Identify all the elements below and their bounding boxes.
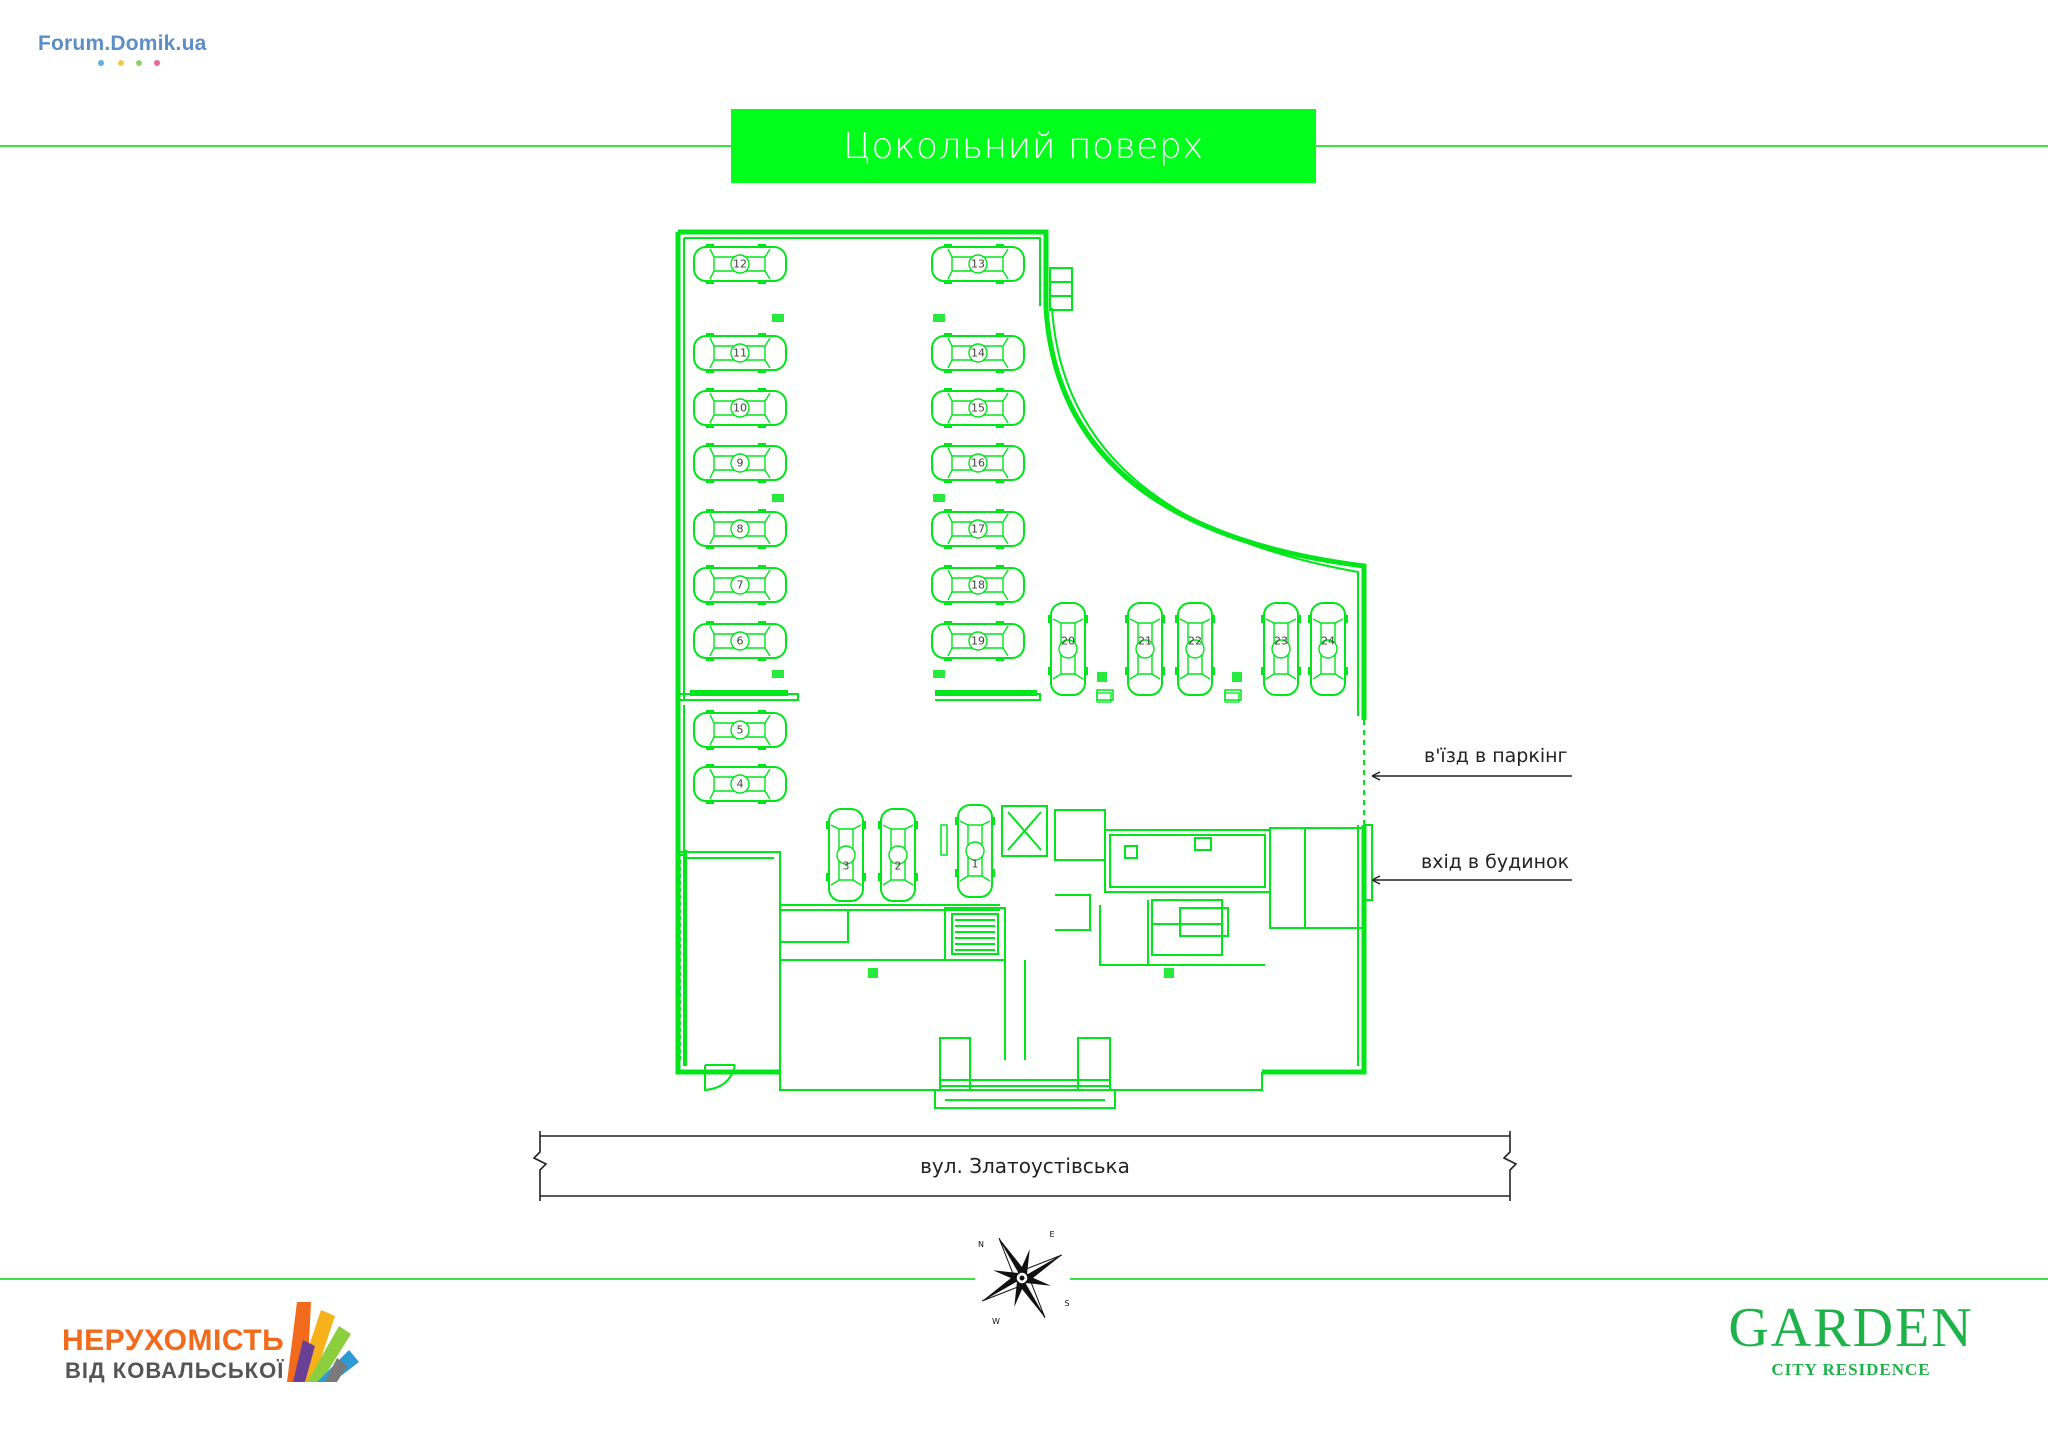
building-entry-label: вхід в будинок [1421, 851, 1570, 873]
logo-city-residence-text: CITY RESIDENCE [1771, 1360, 1931, 1379]
spot-label: 14 [971, 347, 985, 360]
spot-label: 11 [733, 347, 747, 360]
spot-label: 9 [737, 457, 744, 470]
spot-label: 24 [1321, 635, 1335, 648]
parking-entry-label: в'їзд в паркінг [1424, 745, 1568, 767]
watermark-dot [98, 60, 104, 66]
spot-label: 1 [972, 858, 979, 871]
spot-label: 22 [1188, 635, 1202, 648]
spot-label: 6 [737, 635, 744, 648]
parking-labels: 12 11 10 9 8 7 6 5 4 13 14 15 16 17 18 1… [733, 258, 1335, 873]
parking-right-column [931, 243, 1025, 662]
logo-left-line2: ВІД КОВАЛЬСЬКОЇ [65, 1358, 285, 1383]
parking-bottom-row [1047, 602, 1349, 696]
street-name: вул. Златоустівська [920, 1154, 1130, 1178]
compass-letter: N [978, 1240, 984, 1249]
spot-label: 21 [1138, 635, 1152, 648]
floor-title-banner: Цокольний поверх [731, 109, 1316, 183]
bottom-rule-right [1070, 1278, 2048, 1280]
logo-garden-text: GARDEN [1728, 1297, 1974, 1359]
callout-arrows [1371, 771, 1572, 885]
compass-letter: W [992, 1317, 1000, 1326]
logo-nerukhomist: НЕРУХОМІСТЬ ВІД КОВАЛЬСЬКОЇ [62, 1300, 362, 1390]
spot-label: 8 [737, 523, 744, 536]
watermark-dot [136, 60, 142, 66]
logo-left-line1: НЕРУХОМІСТЬ [62, 1324, 285, 1357]
parking-entrance-row [825, 804, 996, 902]
logo-garden-city: GARDEN CITY RESIDENCE [1716, 1300, 1986, 1390]
watermark-dot [154, 60, 160, 66]
top-rule-left [0, 145, 731, 147]
spot-label: 13 [971, 258, 985, 271]
spot-label: 19 [971, 635, 985, 648]
spot-label: 4 [737, 778, 744, 791]
spot-label: 20 [1061, 635, 1075, 648]
spot-label: 17 [971, 523, 985, 536]
compass-letter: E [1049, 1230, 1054, 1239]
spot-label: 7 [737, 579, 744, 592]
logo-pencils-icon [287, 1302, 359, 1382]
spot-label: 5 [737, 724, 744, 737]
watermark-text: Forum.Domik.ua [38, 32, 207, 55]
spot-label: 10 [733, 402, 747, 415]
spot-label: 12 [733, 258, 747, 271]
bottom-rule-left [0, 1278, 975, 1280]
watermark-dot [118, 60, 124, 66]
compass-rose-icon: N E S W [978, 1230, 1070, 1326]
spot-label: 2 [895, 860, 902, 873]
compass-letter: S [1064, 1299, 1069, 1308]
top-rule-right [1316, 145, 2048, 147]
spot-label: 3 [843, 860, 850, 873]
watermark-dots [98, 60, 166, 68]
spot-label: 16 [971, 457, 985, 470]
spot-label: 23 [1274, 635, 1288, 648]
spot-label: 18 [971, 579, 985, 592]
spot-label: 15 [971, 402, 985, 415]
street-lines [532, 1131, 1518, 1201]
